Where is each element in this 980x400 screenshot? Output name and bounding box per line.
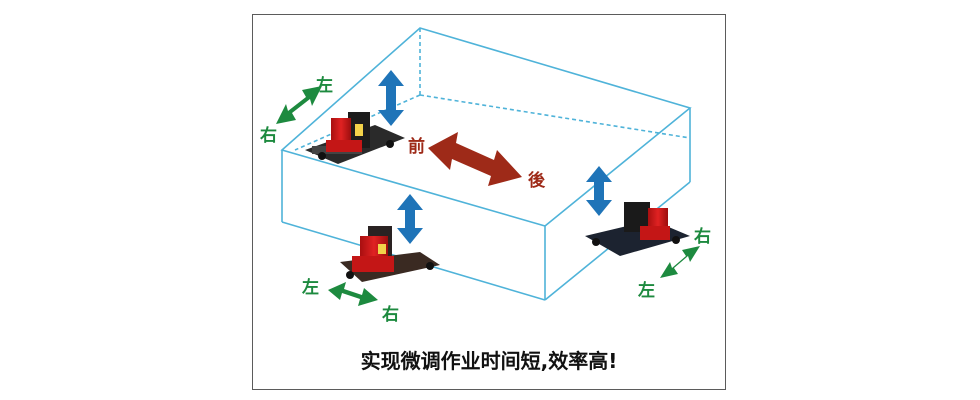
vertical-arrow-top-left [378, 70, 404, 126]
vertical-arrow-front [397, 194, 423, 244]
label-right-side: 右 [694, 226, 711, 247]
label-left-bottom: 左 [302, 277, 319, 298]
jack-front-bottom [340, 226, 440, 282]
lateral-adjust-arrows [276, 86, 700, 306]
lateral-arrow-front [328, 282, 378, 306]
label-left-top: 左 [316, 75, 333, 96]
diagram-caption: 实现微调作业时间短,效率高! [361, 349, 618, 373]
depth-adjust-arrow [428, 132, 522, 186]
jack-right [585, 202, 690, 256]
lateral-arrow-right [660, 246, 700, 278]
label-back: 後 [528, 170, 546, 191]
jack-top-left [305, 112, 405, 164]
load-box-wireframe [280, 27, 692, 301]
vertical-arrow-right [586, 166, 612, 216]
label-front: 前 [408, 136, 425, 157]
label-left-side: 左 [638, 280, 655, 301]
vertical-adjust-arrows [378, 70, 612, 244]
label-right-top: 右 [260, 125, 277, 146]
label-right-bottom: 右 [382, 304, 399, 325]
lateral-arrow-top-left [276, 86, 322, 124]
